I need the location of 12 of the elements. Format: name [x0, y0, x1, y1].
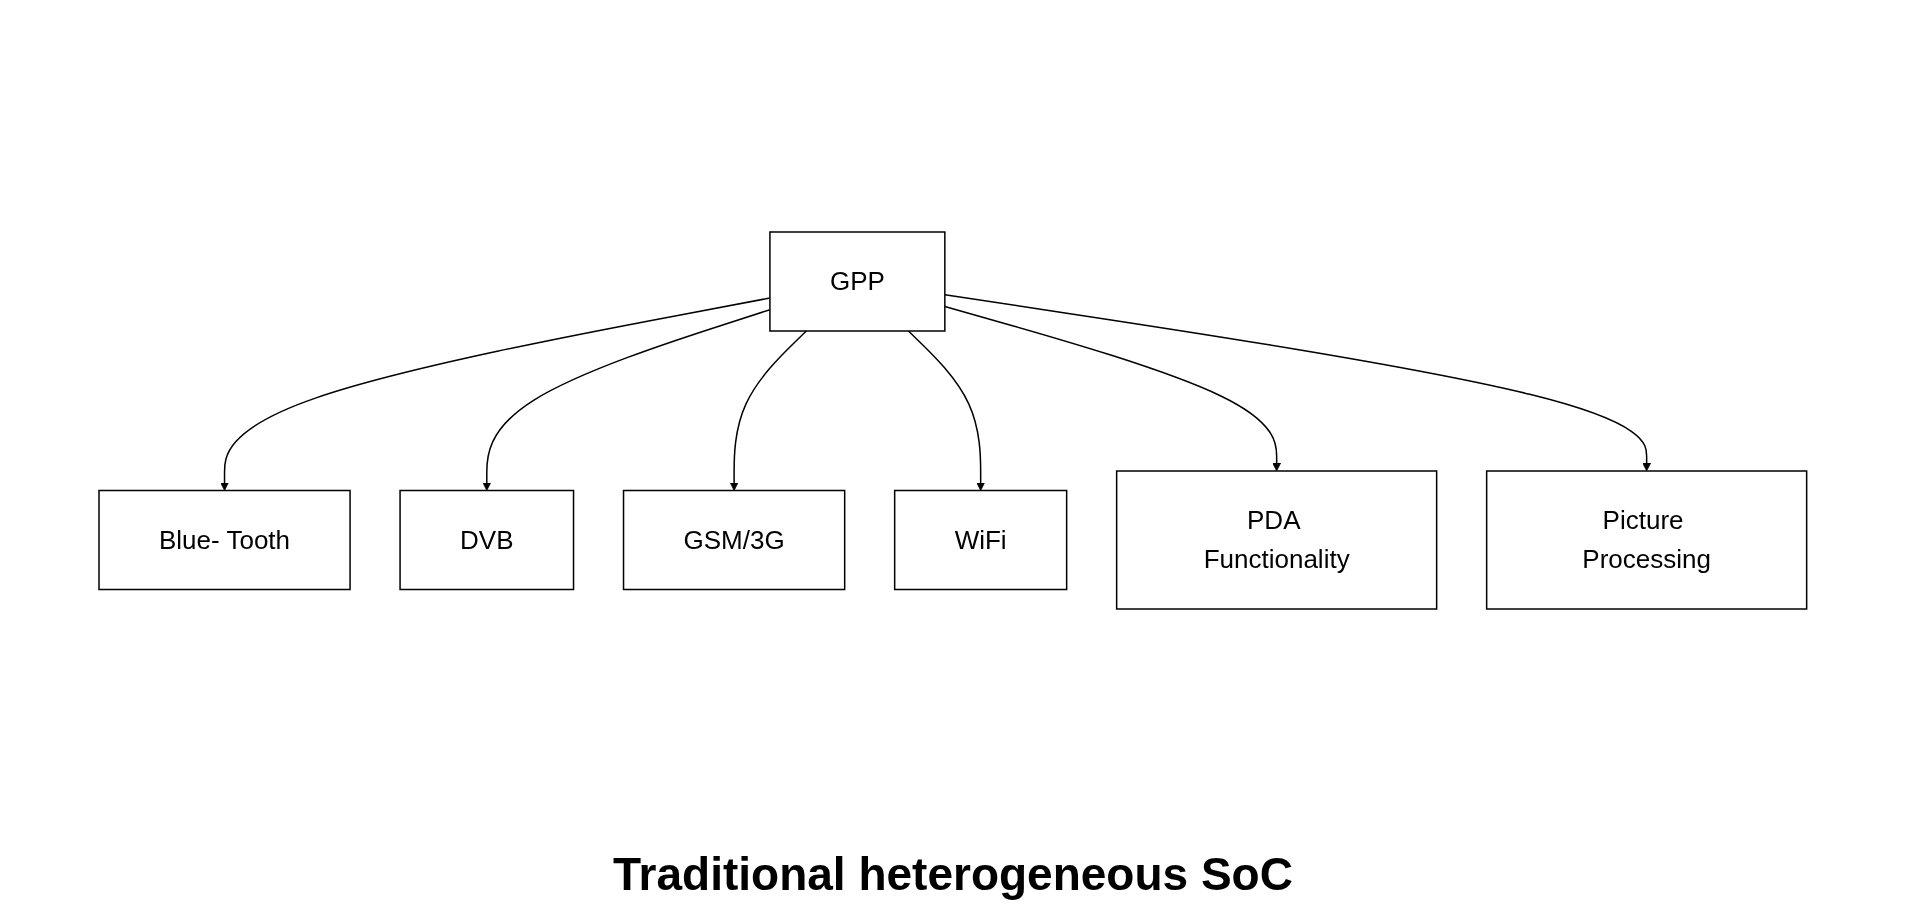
node-box: Picture Processing: [1486, 470, 1808, 610]
arrow: [729, 330, 808, 491]
node-box: Blue- Tooth: [98, 489, 351, 591]
arrow: [220, 297, 771, 491]
node-box: GPP: [769, 231, 946, 332]
node-box: PDA Functionality: [1116, 470, 1438, 610]
arrow: [907, 330, 986, 491]
node-box: DVB: [399, 489, 575, 591]
node-box: WiFi: [894, 489, 1068, 591]
arrow: [482, 308, 771, 491]
node-box: GSM/3G: [622, 489, 846, 591]
caption: Traditional heterogeneous SoC: [613, 847, 1293, 902]
